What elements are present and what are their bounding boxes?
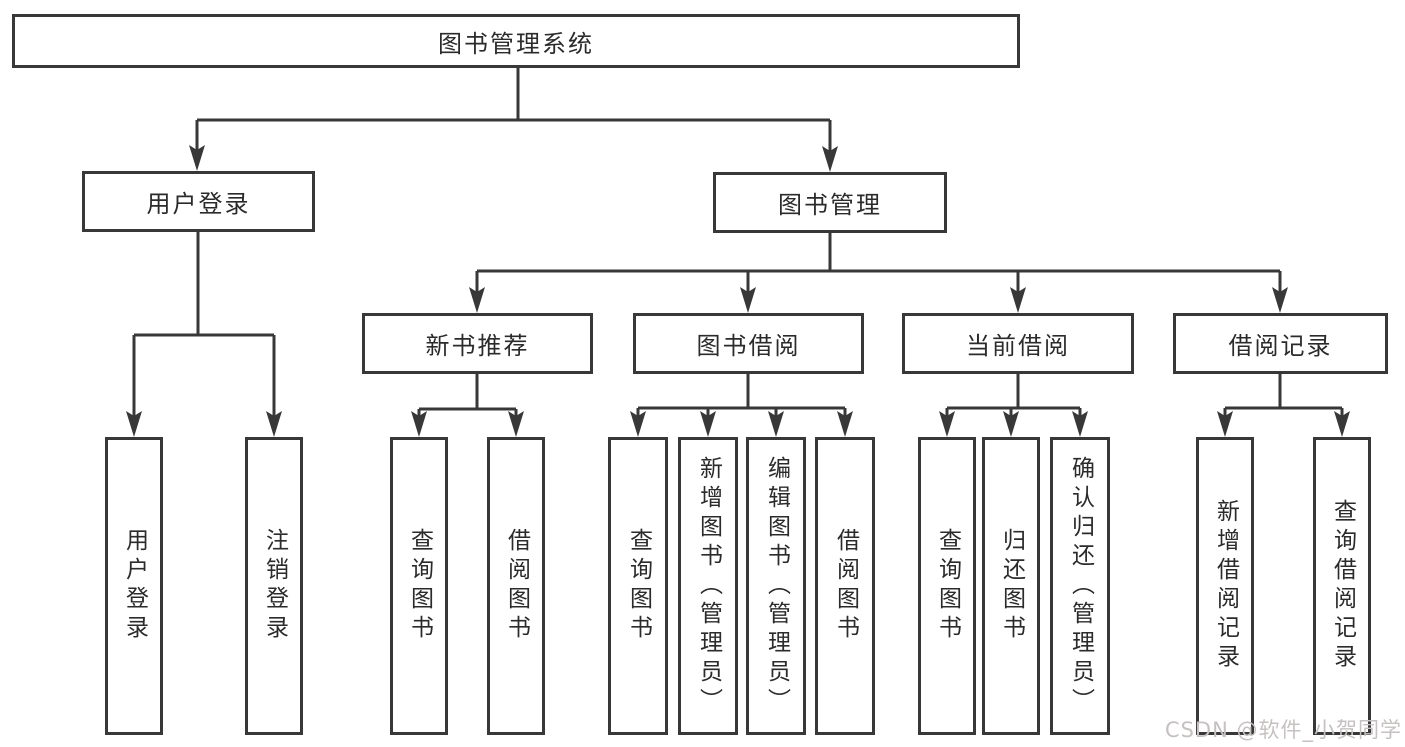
arrowhead — [266, 411, 282, 437]
leaf-label: 用户登录 — [121, 528, 148, 644]
leaf-add-borrow-record: 新增借阅记录 — [1196, 437, 1254, 735]
edge-book-borrow — [636, 374, 847, 418]
arrowhead — [1003, 411, 1019, 437]
leaf-label: 新增借阅记录 — [1212, 499, 1239, 673]
leaf-query-books-current: 查询图书 — [918, 437, 976, 735]
leaf-label: 确认归还（管理员） — [1067, 455, 1094, 717]
leaf-label: 注销登录 — [261, 528, 288, 644]
arrowhead — [1334, 411, 1350, 437]
leaf-confirm-return-admin: 确认归还（管理员） — [1050, 437, 1110, 735]
node-book-management: 图书管理 — [713, 172, 947, 233]
leaf-label: 借阅图书 — [832, 528, 859, 644]
leaf-label: 查询借阅记录 — [1329, 499, 1356, 673]
arrowhead — [939, 411, 955, 437]
node-user-login: 用户登录 — [82, 171, 315, 232]
arrowhead — [822, 146, 838, 172]
node-root-system: 图书管理系统 — [12, 14, 1020, 68]
arrowhead — [837, 411, 853, 437]
leaf-logout: 注销登录 — [245, 437, 303, 735]
edge-new-book-recommend — [417, 374, 518, 418]
leaf-label: 查询图书 — [625, 528, 652, 644]
arrowhead — [126, 411, 142, 437]
leaf-return-books: 归还图书 — [982, 437, 1040, 735]
leaf-query-borrow-record: 查询借阅记录 — [1313, 437, 1371, 735]
arrowhead — [768, 411, 784, 437]
node-book-borrow: 图书借阅 — [633, 313, 864, 374]
csdn-watermark: CSDN @软件_小贺同学 — [1164, 718, 1402, 742]
leaf-user-login: 用户登录 — [105, 437, 163, 735]
leaf-add-book-admin: 新增图书（管理员） — [678, 437, 738, 735]
leaf-label: 查询图书 — [406, 528, 433, 644]
leaf-label: 新增图书（管理员） — [695, 455, 722, 717]
edge-current-borrow — [945, 374, 1082, 418]
leaf-label: 查询图书 — [934, 528, 961, 644]
leaf-label: 归还图书 — [998, 528, 1025, 644]
arrowhead — [469, 287, 485, 313]
arrowhead — [508, 411, 524, 437]
edge-user-login — [132, 232, 276, 418]
edge-borrow-records — [1223, 374, 1344, 418]
edge-book-management — [475, 233, 1282, 294]
leaf-borrow-books-recommend: 借阅图书 — [487, 437, 545, 735]
node-current-borrow: 当前借阅 — [902, 313, 1134, 374]
arrowhead — [700, 411, 716, 437]
arrowhead — [1272, 287, 1288, 313]
leaf-query-books-borrow: 查询图书 — [608, 437, 668, 735]
arrowhead — [1072, 411, 1088, 437]
leaf-borrow-books: 借阅图书 — [815, 437, 875, 735]
leaf-edit-book-admin: 编辑图书（管理员） — [746, 437, 806, 735]
arrowhead — [630, 411, 646, 437]
leaf-query-books-recommend: 查询图书 — [390, 437, 448, 735]
node-borrow-records: 借阅记录 — [1173, 313, 1388, 374]
arrowhead — [411, 411, 427, 437]
arrowhead — [1217, 411, 1233, 437]
node-new-book-recommend: 新书推荐 — [362, 313, 593, 374]
leaf-label: 借阅图书 — [503, 528, 530, 644]
edge-root-stem — [195, 68, 832, 153]
leaf-label: 编辑图书（管理员） — [763, 455, 790, 717]
arrowhead — [189, 145, 205, 171]
arrowhead — [1010, 287, 1026, 313]
arrowhead — [740, 287, 756, 313]
